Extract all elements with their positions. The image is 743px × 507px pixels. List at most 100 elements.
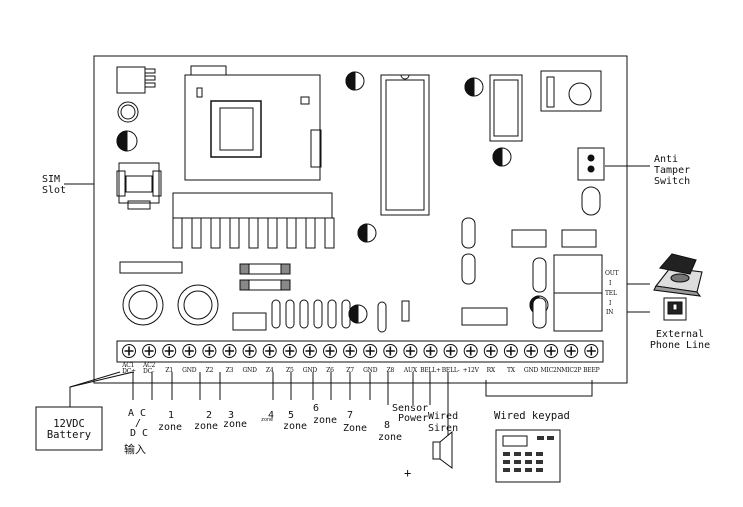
input-label: 输入 [124,443,146,456]
terminal-label: Z2 [205,367,214,374]
terminal-label: +12V [462,367,479,374]
screw-slot [566,346,576,356]
tamper-label: Anti Tamper Switch [654,154,690,187]
sim-label-line1: SIM [42,174,61,185]
slash-label: / [135,418,142,429]
terminal-label: Z7 [346,367,354,374]
zone4-number: 4 [268,410,275,421]
ac-label: A C [128,408,147,419]
zone4-label: zone [261,417,274,423]
screw-slot [426,346,435,356]
terminal-label: MIC2P [561,367,582,374]
terminal-label-part: DC+ [122,368,136,375]
terminal-label: MIC2N [540,367,562,374]
phone-jack-icon [663,297,687,321]
zone7-label: Zone [343,423,368,434]
battery-label: 12VDC Battery [41,419,97,441]
terminal-label-part: DC- [143,368,154,375]
screw-slot [285,346,295,356]
screw-slot [365,346,375,356]
zone7-number: 7 [347,410,354,421]
phone-label-line1: External [655,329,705,340]
small-ic [489,74,523,142]
screw-slot [124,346,134,356]
screw-slot [164,346,174,356]
tamper-label-line1: Anti [654,154,679,165]
buzzer-module [540,70,602,112]
screw-slot [546,346,556,356]
screw-slot [586,346,596,356]
gsm-module [184,65,322,181]
screw-slot [486,346,496,356]
battery-label-line1: 12VDC [53,418,85,430]
plus-sign: + [404,466,412,480]
tamper-label-line2: Tamper [654,165,691,176]
terminal-label: BELL+ [420,367,441,374]
siren-label-line1: Wired [428,411,459,422]
zone1-label: zone [158,422,183,433]
zone5-number: 5 [288,410,295,421]
tel-label: TEL [605,290,617,297]
terminal-label: Z8 [386,367,395,374]
tel-in-label: IN [606,309,614,316]
terminal-label: BELL- [441,367,460,374]
siren-label-line2: Siren [428,423,459,434]
wired-siren-label: Wired Siren [428,411,458,435]
sensor-label-line1: Sensor [392,403,429,414]
terminal-label: Z6 [326,367,334,374]
screw-slot [225,346,234,356]
wired-keypad-label: Wired keypad [494,410,570,422]
screw-slot [446,346,456,356]
terminal-label: GND [363,367,378,374]
dc-label: D C [130,428,149,439]
screw-slot [345,346,355,356]
tamper-switch [577,147,605,216]
screw-slot [305,346,315,356]
battery-box [35,406,103,451]
phone-label-line2: Phone Line [649,340,711,351]
screw-slot [526,346,536,356]
screw-slot [184,346,194,356]
zone2-label: zone [194,421,219,432]
terminal-label: GND [242,367,257,374]
terminal-label: RX [486,367,496,374]
terminal-label: Z4 [265,367,274,374]
terminal-label-part: AC1 [122,362,135,369]
terminal-label: GND [523,367,539,374]
zone8-label: zone [378,432,403,443]
sim-slot-holder [116,162,162,210]
terminal-label: GND [182,367,197,374]
screw-slot [265,346,275,356]
screw-slot [405,346,415,356]
terminal-label: GND [302,367,318,374]
mcu-chip [380,74,430,216]
pcb-board [93,55,628,384]
keypad-icon [495,429,561,483]
screw-slot [325,346,335,356]
tel-i1-label: I [609,280,612,287]
tel-i2-label: I [609,300,612,307]
sensor-power-label: Sensor Power [392,404,428,424]
sim-label-line2: Slot [42,185,67,196]
terminal-label: Z5 [286,367,294,374]
screw-slot [245,346,255,356]
terminal-label-part: AC2 [143,362,156,369]
battery-label-line2: Battery [46,429,92,441]
terminal-label: TX [506,367,515,374]
heatsink [172,192,335,249]
siren-icon [432,430,453,469]
zone2-number: 2 [206,410,213,421]
tel-out-label: OUT [605,270,619,277]
terminal-label: Z1 [165,367,173,374]
zone5-label: zone [283,421,308,432]
zone6-label: zone [313,415,338,426]
screw-slot [385,346,395,356]
telephone-icon [653,253,703,297]
external-phone-line-label: External Phone Line [645,329,715,351]
terminal-block [116,340,604,363]
zone8-number: 8 [384,420,391,431]
zone3-label: zone [223,419,248,430]
